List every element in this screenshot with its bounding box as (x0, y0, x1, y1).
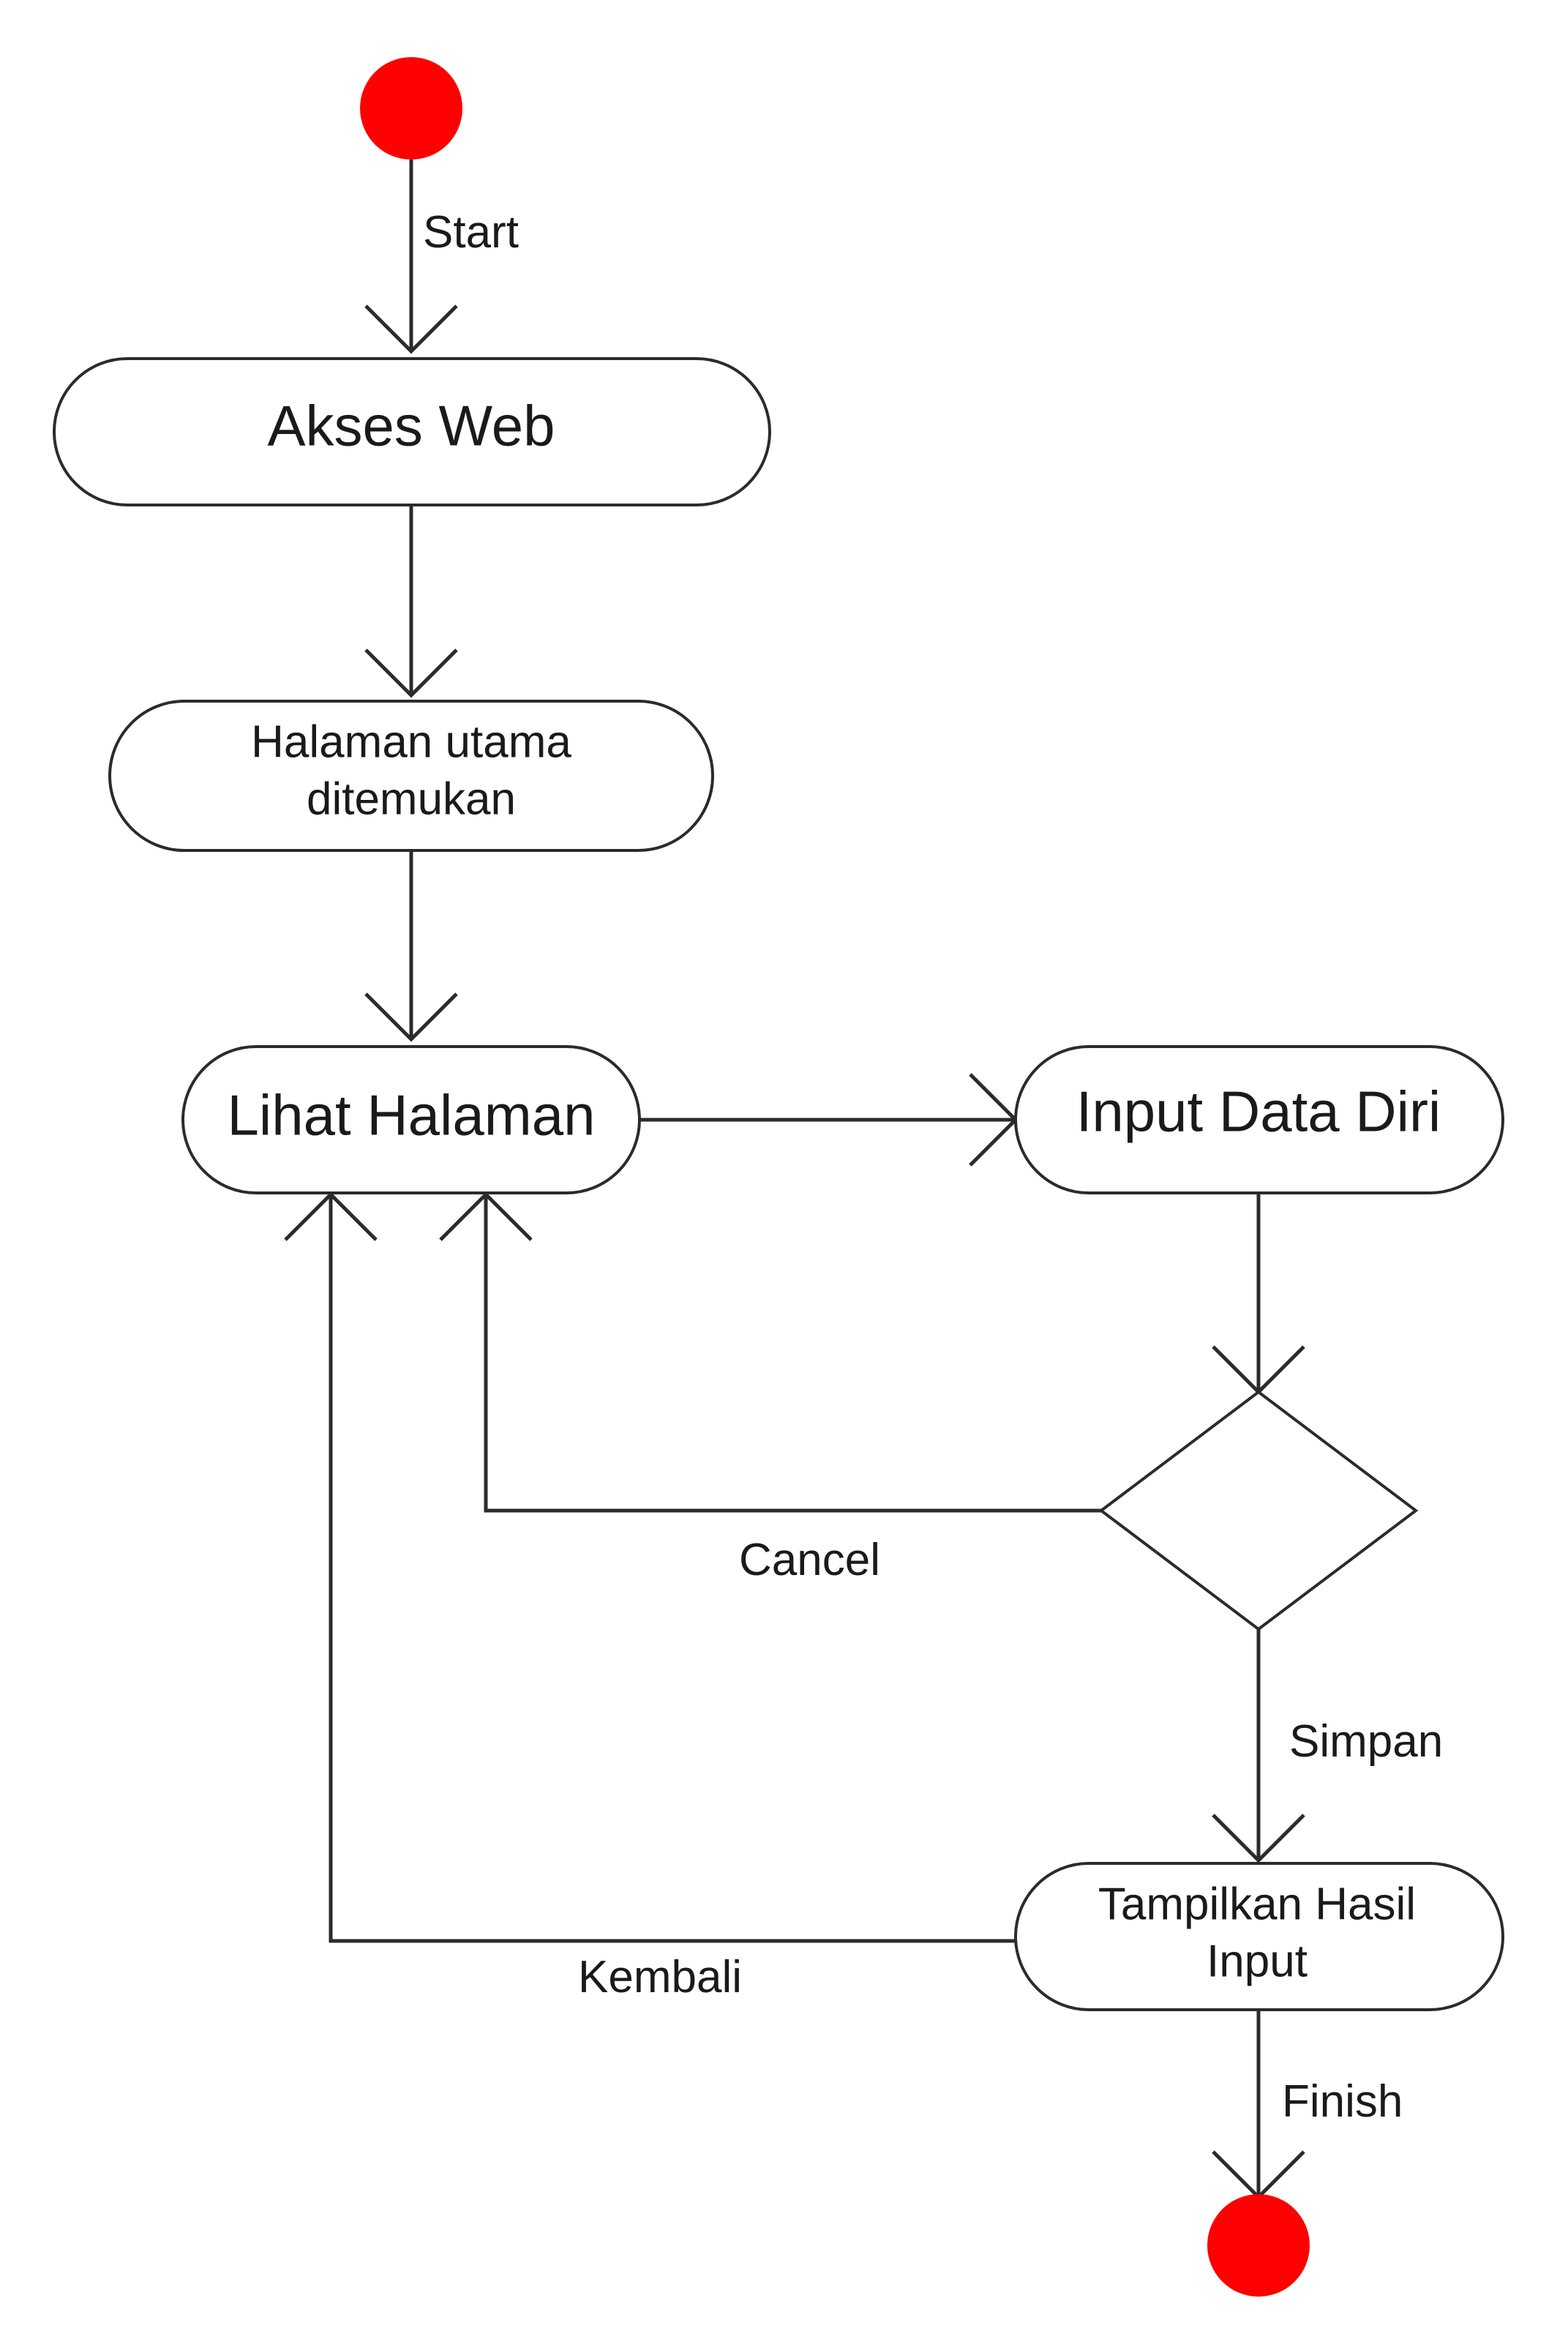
edge-label-finish: Finish (1282, 2076, 1403, 2127)
node-akses-web-label: Akses Web (267, 394, 555, 458)
node-tampilkan-hasil-label-line2: Input (1207, 1936, 1308, 1986)
edge-label-simpan: Simpan (1289, 1716, 1443, 1767)
node-halaman-utama-label: Halaman utama (251, 717, 571, 767)
end-node (1207, 2194, 1310, 2297)
node-input-data-diri-label: Input Data Diri (1076, 1080, 1441, 1144)
start-node (360, 57, 462, 160)
node-tampilkan-hasil-label: Tampilkan Hasil (1098, 1879, 1416, 1929)
arrowhead-tampilkan (1212, 1814, 1305, 1863)
edge-kembali (329, 1194, 1016, 1943)
node-lihat-halaman-label: Lihat Halaman (228, 1083, 596, 1148)
decision-node (1098, 1390, 1419, 1631)
edge-label-kembali: Kembali (578, 1952, 742, 2002)
edge-label-start: Start (423, 207, 519, 258)
arrowhead-halaman (364, 648, 458, 698)
edge-cancel (484, 1194, 1101, 1513)
arrowhead-lihat-halaman (364, 992, 458, 1042)
edge-label-cancel: Cancel (739, 1535, 880, 1585)
arrowhead-cancel (439, 1191, 533, 1241)
node-halaman-utama-label-line2: ditemukan (307, 774, 516, 824)
arrowhead-akses-web (364, 304, 458, 354)
arrowhead-kembali (284, 1191, 378, 1241)
